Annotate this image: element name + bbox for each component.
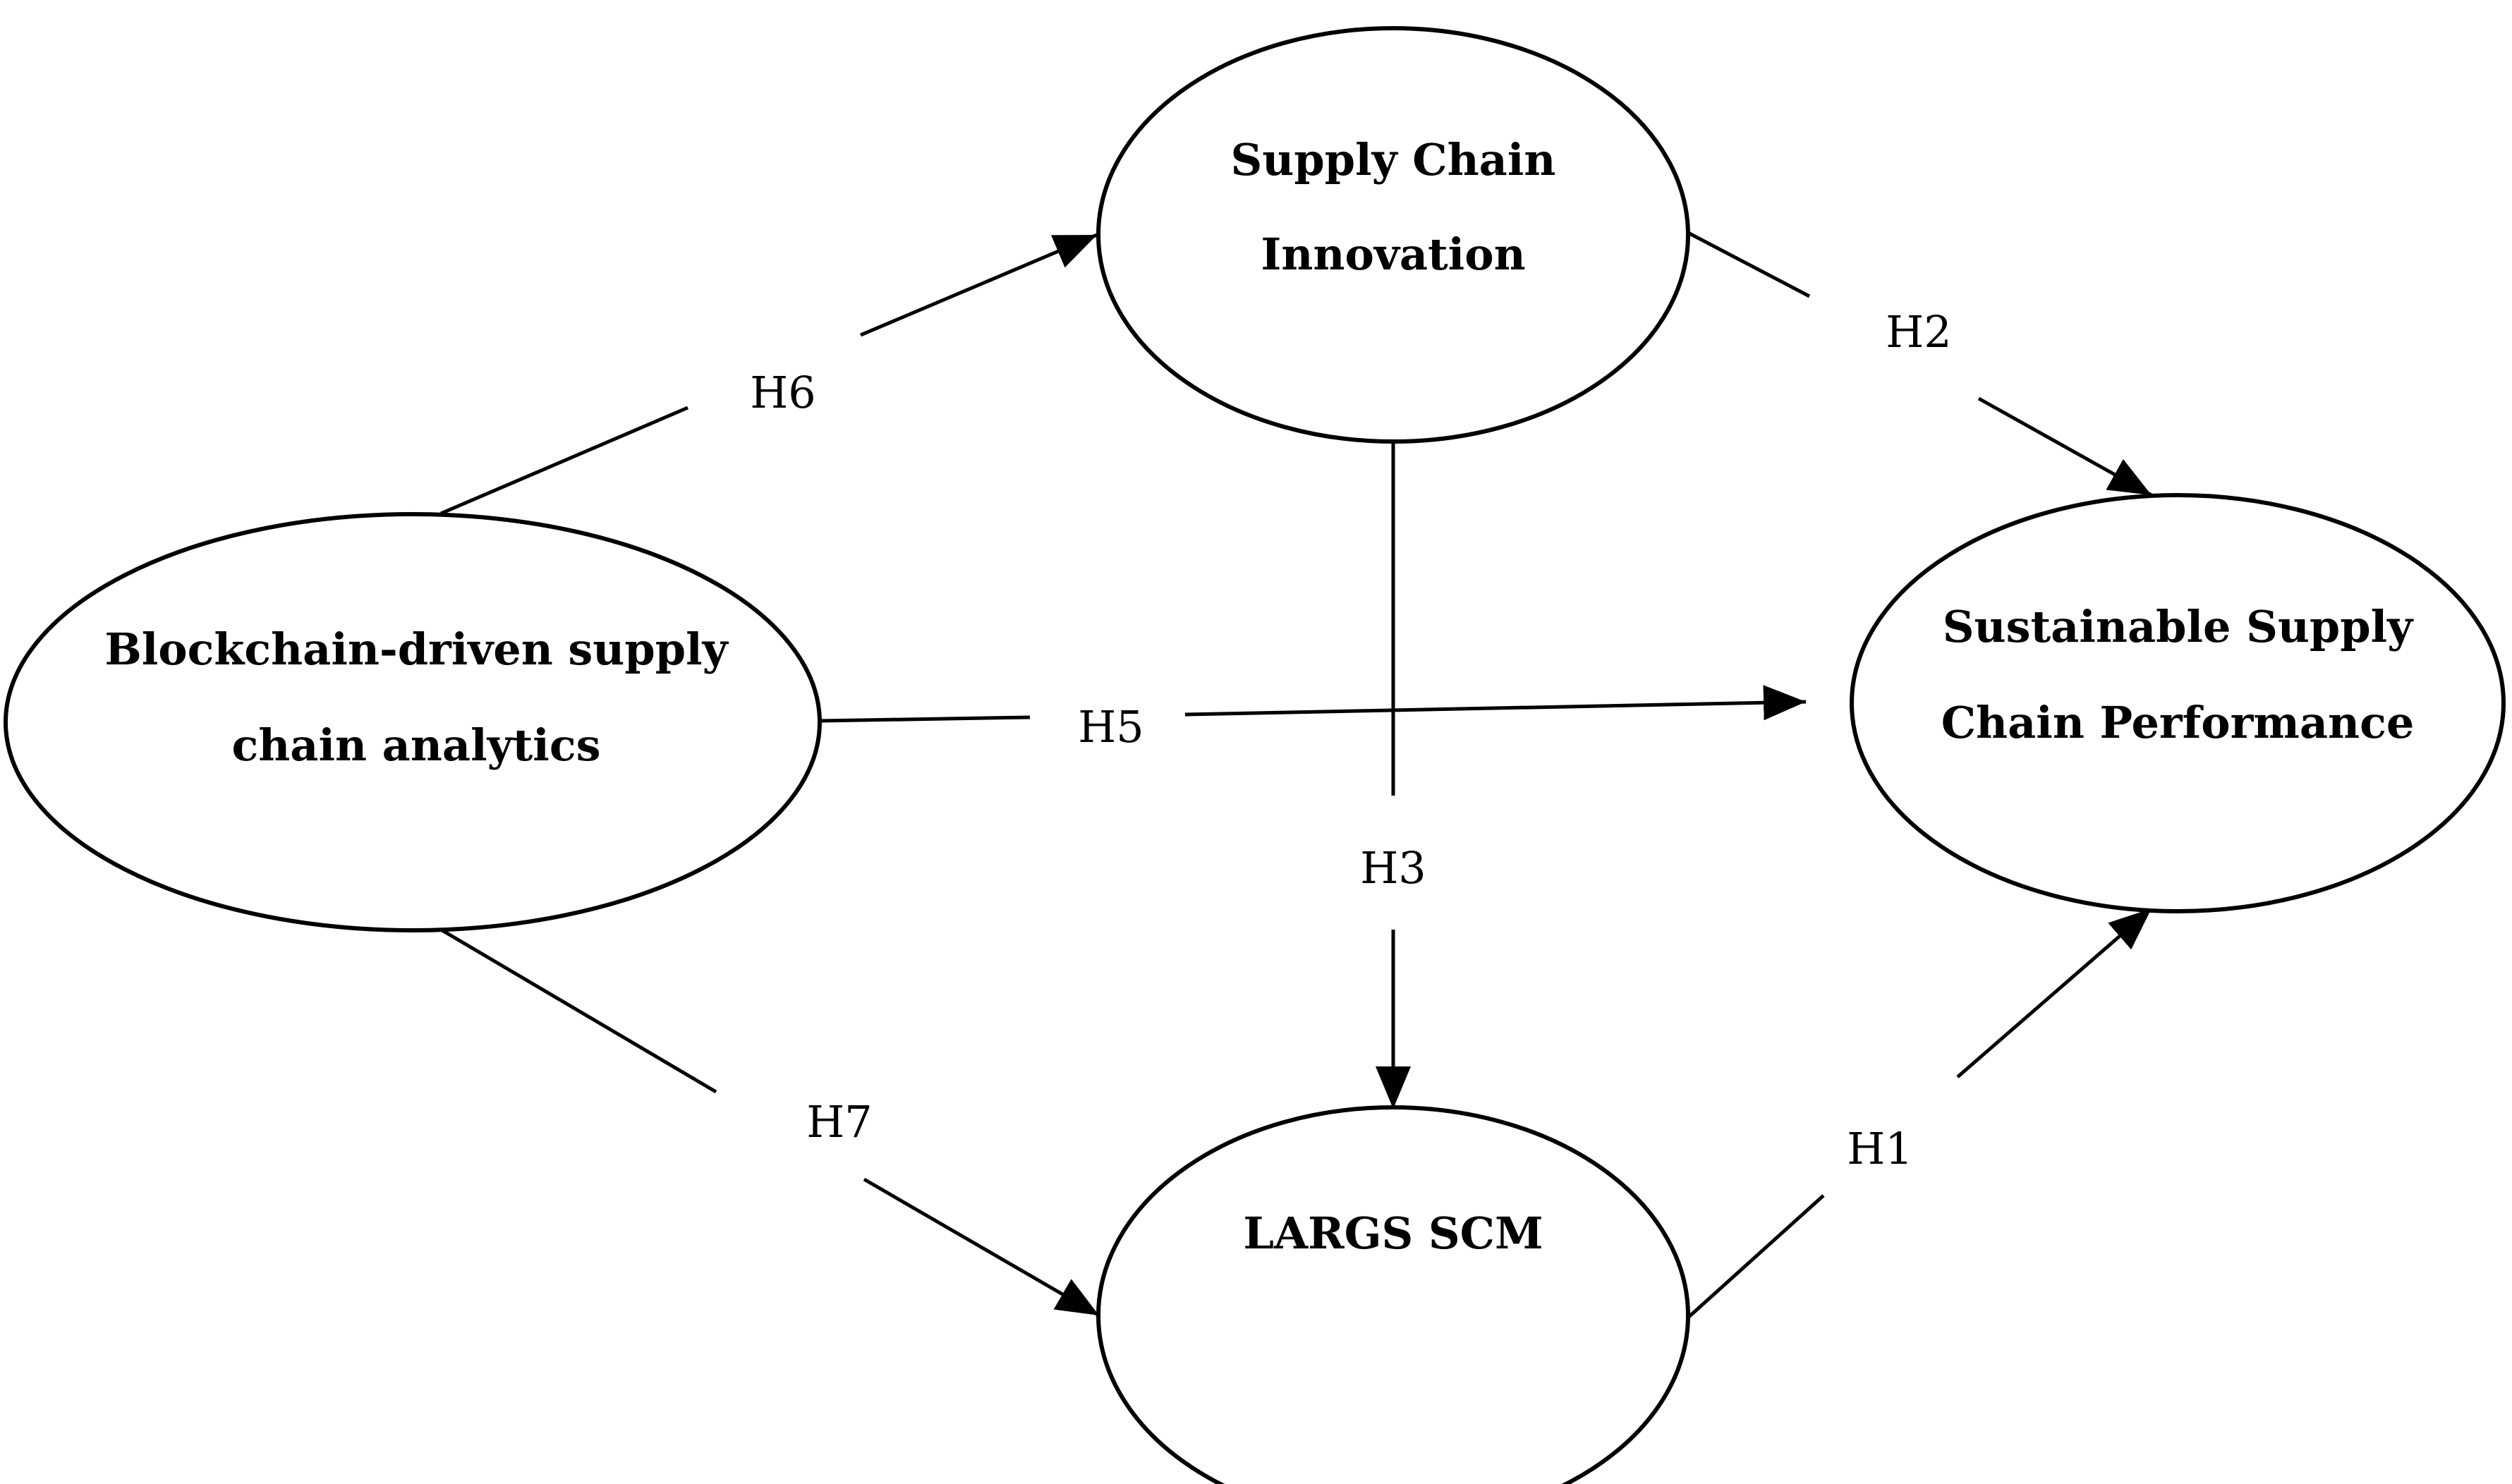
edge-h2-segment-2	[1977, 396, 2153, 497]
edge-h7-segment-1	[439, 928, 717, 1094]
edge-h7-segment-2	[863, 1177, 1100, 1318]
node-sustainable-performance: Sustainable Supply Chain Performance	[1850, 493, 2506, 913]
edge-label-h2: H2	[1886, 306, 1952, 358]
node-innovation-label-line1: Supply Chain	[1231, 134, 1556, 186]
edge-label-h3: H3	[1360, 842, 1426, 894]
node-largs-scm: LARGS SCM	[1096, 1105, 1690, 1484]
edge-label-h6: H6	[750, 367, 816, 418]
node-sustainable-label-line2: Chain Performance	[1941, 697, 2415, 748]
node-blockchain-analytics: Blockchain-driven supply chain analytics	[4, 512, 822, 932]
node-sustainable-ellipse	[1850, 493, 2506, 913]
edge-h5-segment-1	[819, 715, 1031, 723]
node-largs-label: LARGS SCM	[1243, 1208, 1543, 1259]
node-blockchain-label-line2: chain analytics	[231, 719, 600, 771]
edge-h1-segment-1	[1687, 1194, 1825, 1319]
node-sustainable-label-line1: Sustainable Supply	[1943, 601, 2414, 652]
edge-h6-segment-2	[860, 233, 1098, 337]
edge-label-h7: H7	[806, 1096, 873, 1148]
edge-h1-segment-2	[1956, 907, 2153, 1078]
edge-label-h1: H1	[1847, 1123, 1913, 1174]
edge-h2-segment-1	[1687, 231, 1811, 298]
edge-h6-segment-1	[440, 406, 688, 516]
node-innovation-label-line2: Innovation	[1261, 229, 1525, 280]
node-supply-chain-innovation: Supply Chain Innovation	[1096, 26, 1690, 444]
node-blockchain-label-line1: Blockchain-driven supply	[104, 624, 729, 675]
node-blockchain-ellipse	[4, 512, 822, 932]
edge-h5-segment-2	[1184, 685, 1807, 721]
edge-label-h5: H5	[1078, 701, 1144, 753]
node-largs-ellipse	[1096, 1105, 1690, 1484]
node-innovation-ellipse	[1096, 26, 1690, 444]
